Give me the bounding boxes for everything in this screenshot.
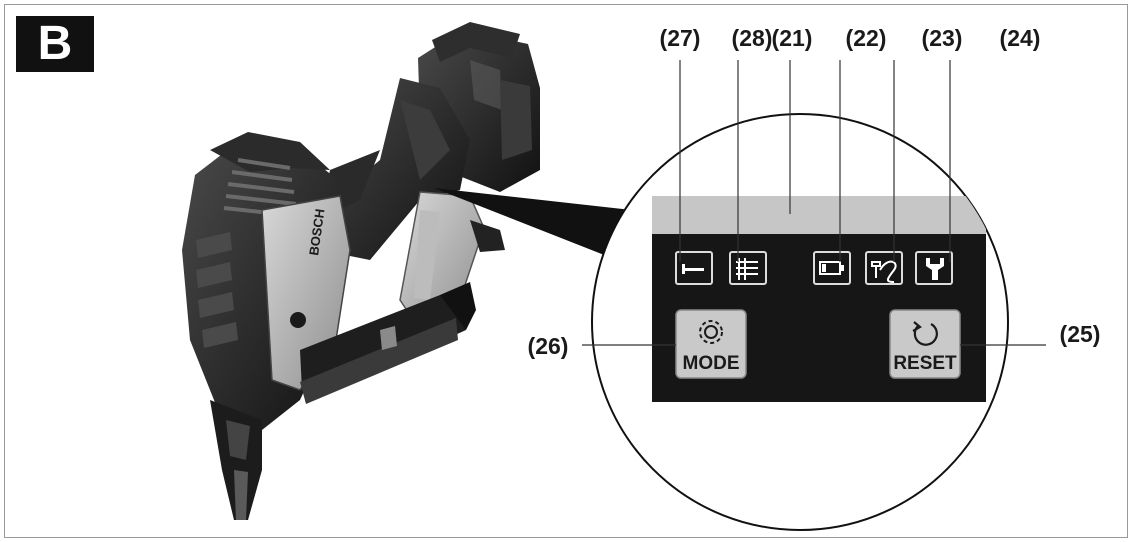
nail-indicator — [675, 251, 713, 285]
service-indicator — [865, 251, 903, 285]
cordless-nailer: BOSCH — [182, 22, 540, 520]
nail-icon — [682, 264, 704, 274]
maintenance-indicator — [915, 251, 953, 285]
control-panel-magnifier: MODE RESET — [591, 113, 1009, 531]
callout-24: (24) — [1000, 25, 1041, 51]
callout-22: (22) — [846, 25, 887, 51]
service-hose-icon — [871, 260, 897, 283]
figure-letter-label: B — [16, 16, 94, 72]
battery-icon — [819, 261, 844, 275]
callout-labels: (27) (28) (21) (22) (23) (24) (26) (25) — [528, 25, 1101, 359]
brand-emblem — [290, 312, 306, 328]
nail-stack-icon — [736, 258, 758, 280]
mode-button-label: MODE — [683, 353, 740, 374]
callout-21: (21) — [772, 25, 813, 51]
callout-25: (25) — [1060, 321, 1101, 347]
magazine-rail — [300, 282, 476, 404]
reset-button-label: RESET — [893, 353, 957, 374]
reset-button[interactable]: RESET — [889, 309, 961, 379]
magnifier-leader — [434, 188, 650, 262]
nose-piece — [210, 400, 262, 520]
wrench-icon — [926, 258, 944, 280]
nail-stack-indicator — [729, 251, 767, 285]
callout-28: (28) — [732, 25, 773, 51]
gear-icon — [699, 320, 723, 344]
brand-mark: BOSCH — [306, 208, 327, 257]
callout-27: (27) — [660, 25, 701, 51]
battery-indicator — [813, 251, 851, 285]
reset-arrow-icon — [912, 321, 938, 346]
callout-leaders — [582, 60, 1046, 346]
callout-26: (26) — [528, 333, 569, 359]
callout-23: (23) — [922, 25, 963, 51]
mode-button[interactable]: MODE — [675, 309, 747, 379]
panel-display-strip — [652, 196, 986, 234]
